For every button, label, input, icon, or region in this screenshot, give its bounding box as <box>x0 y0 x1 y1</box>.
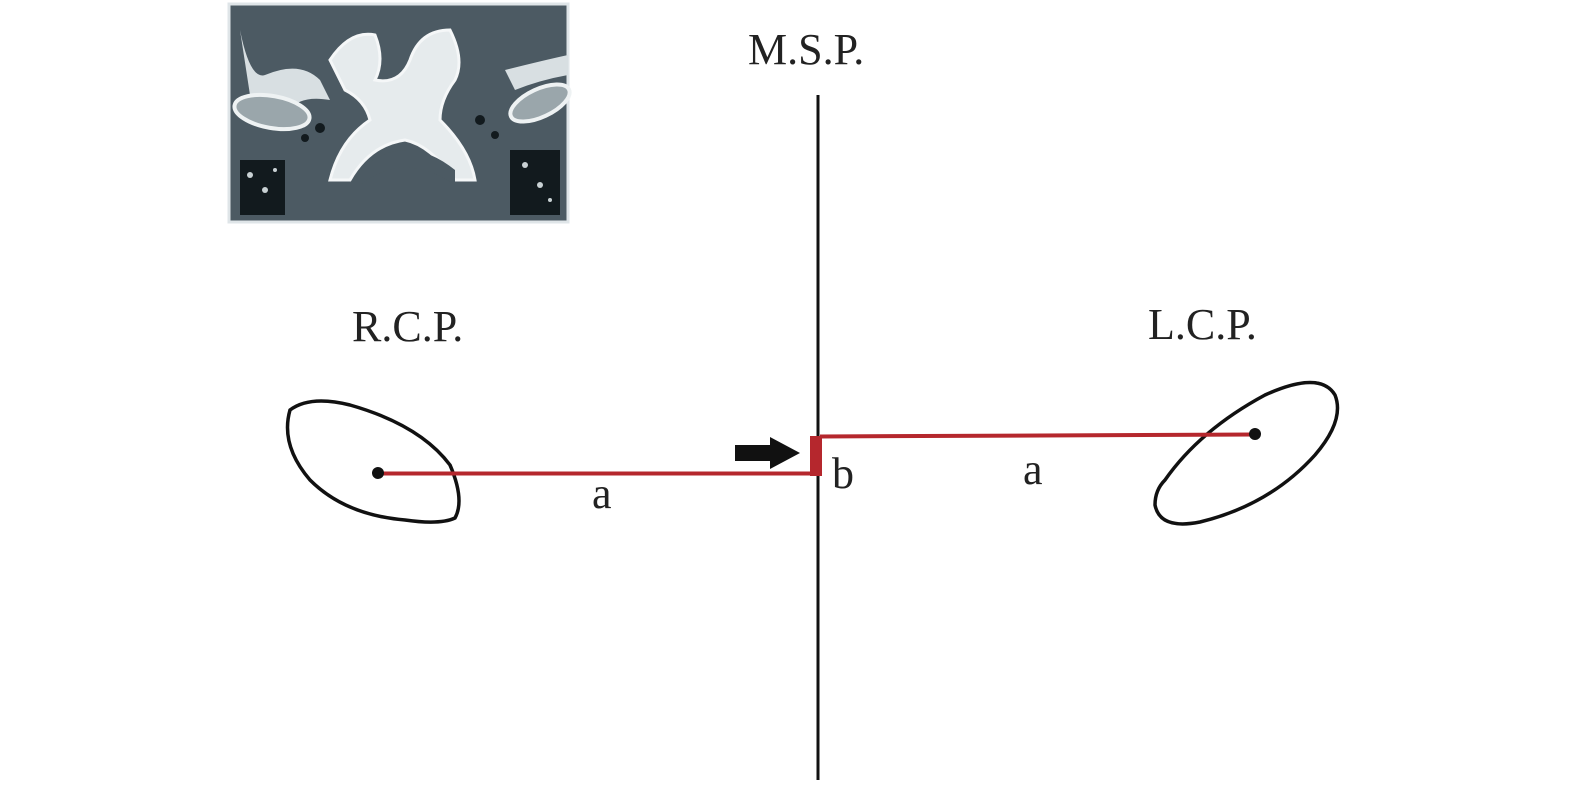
lcp-label: L.C.P. <box>1148 300 1257 349</box>
left-condyle-outline <box>1153 380 1340 526</box>
distance-a-right-label: a <box>1023 445 1043 494</box>
rcp-label: R.C.P. <box>352 302 464 351</box>
offset-b-label: b <box>832 449 854 498</box>
right-condyle-outline <box>285 399 461 524</box>
msp-label: M.S.P. <box>748 25 865 74</box>
arrow-right-icon <box>735 437 800 469</box>
left-condyle-center <box>1249 428 1261 440</box>
right-condyle-center <box>372 467 384 479</box>
distance-a-left-label: a <box>592 469 612 518</box>
measurement-lines <box>378 432 1256 476</box>
ct-scan-inset <box>227 2 572 224</box>
